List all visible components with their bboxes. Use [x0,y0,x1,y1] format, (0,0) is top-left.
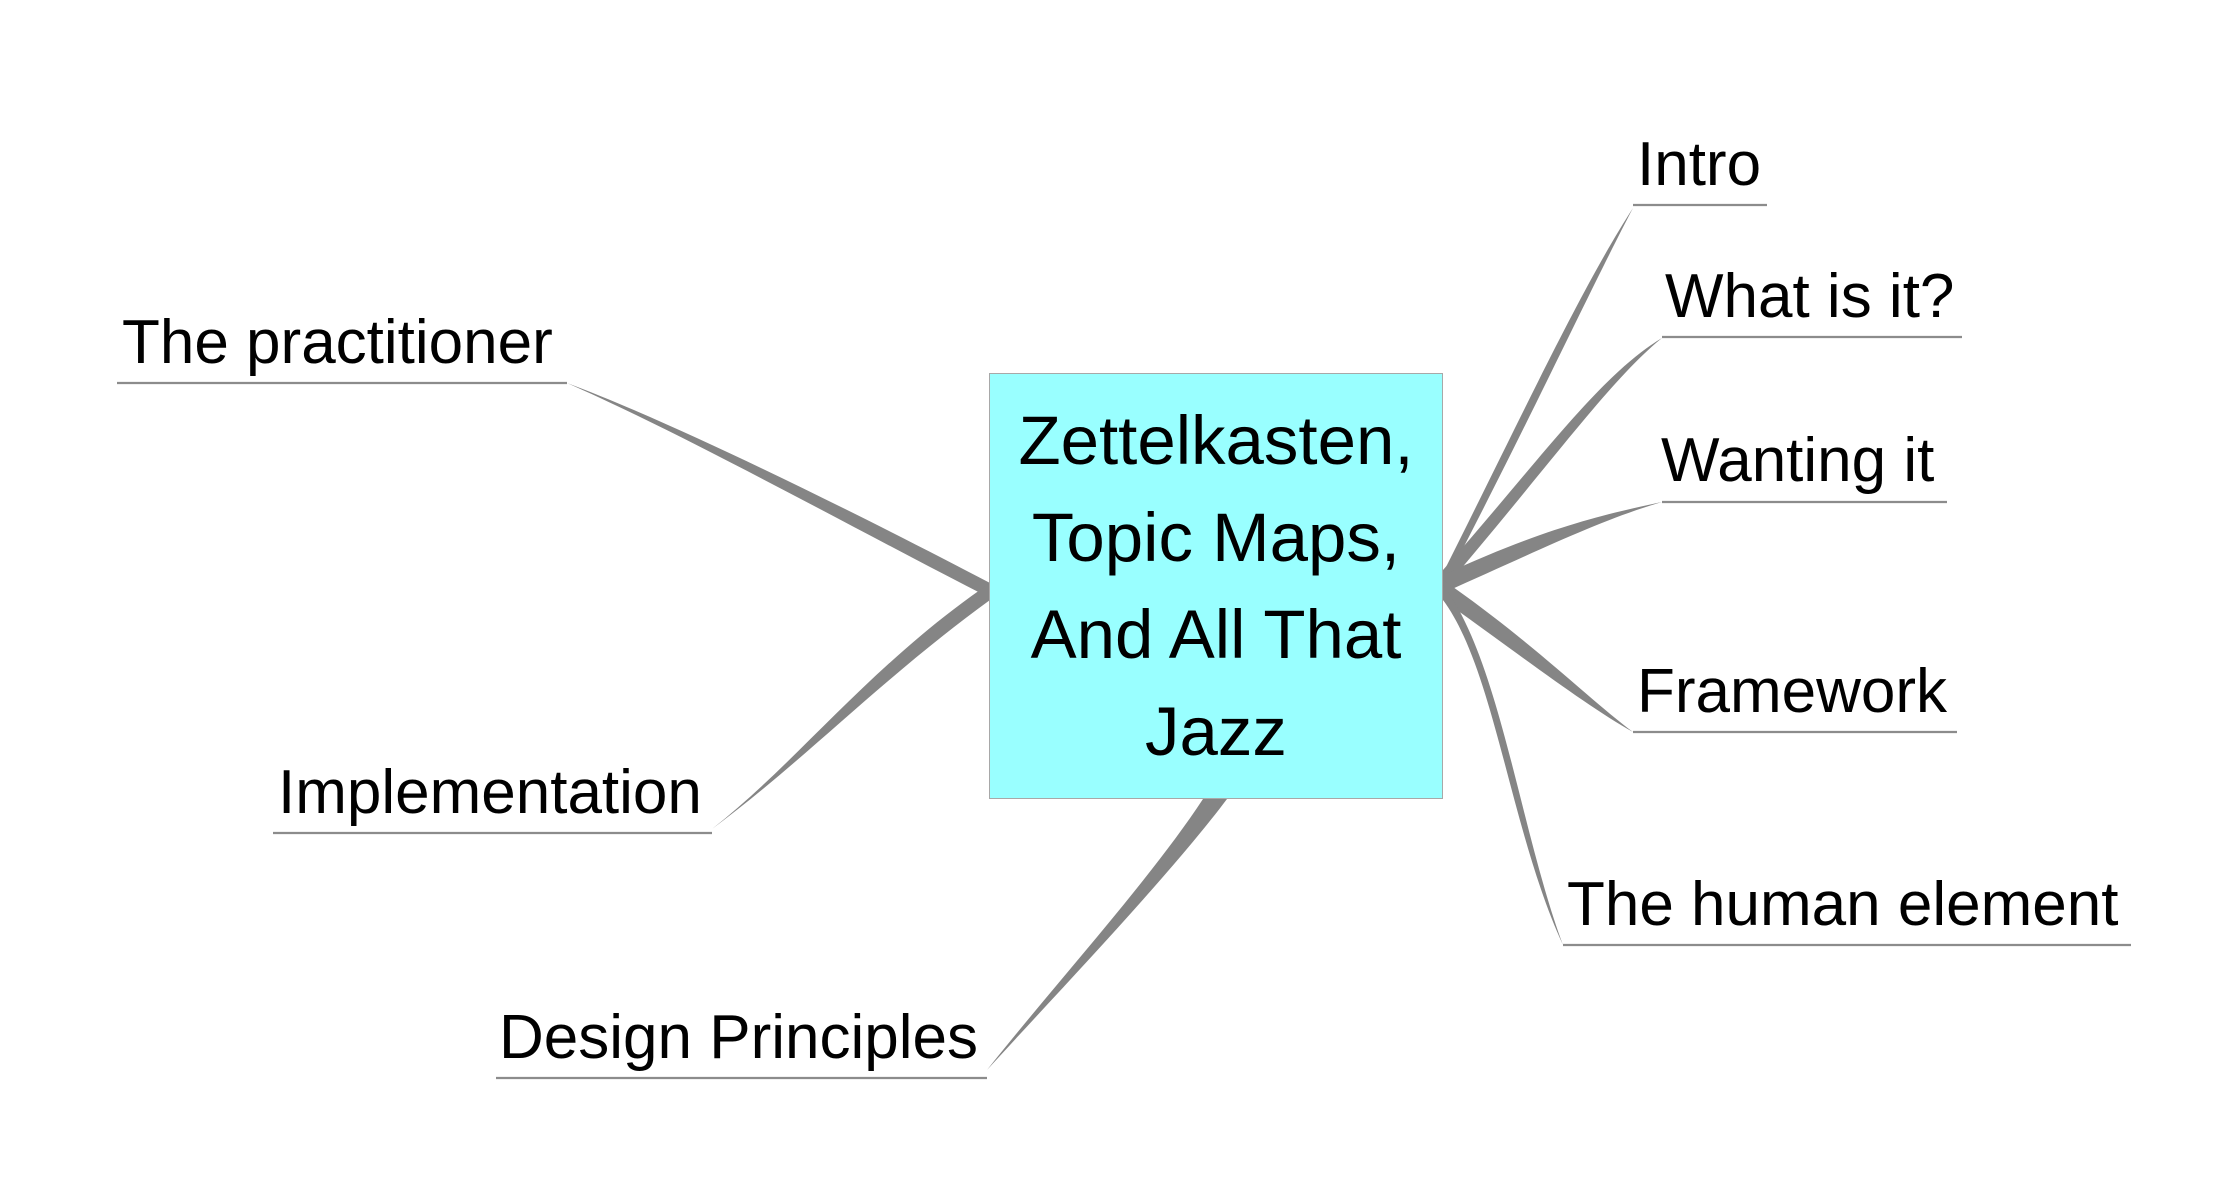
branch-intro [1443,208,1633,587]
branch-the-human-element [1443,585,1563,945]
topic-design-principles[interactable]: Design Principles [499,1003,978,1072]
topic-the-human-element[interactable]: The human element [1567,870,2119,939]
topic-framework[interactable]: Framework [1637,657,1948,726]
topic-intro[interactable]: Intro [1637,130,1762,199]
topic-the-practitioner[interactable]: The practitioner [122,308,553,377]
central-topic-node[interactable]: Zettelkasten, Topic Maps, And All That J… [989,373,1443,799]
branch-design-principles [987,799,1227,1070]
branch-implementation [712,583,990,829]
topic-wanting-it[interactable]: Wanting it [1661,426,1935,495]
branch-what-is-it [1443,338,1662,590]
branch-framework [1443,580,1633,732]
central-topic-label: Zettelkasten, Topic Maps, And All That J… [1018,402,1414,770]
topic-what-is-it[interactable]: What is it? [1665,262,1955,331]
branch-the-practitioner [567,383,990,598]
topic-implementation[interactable]: Implementation [278,758,702,827]
